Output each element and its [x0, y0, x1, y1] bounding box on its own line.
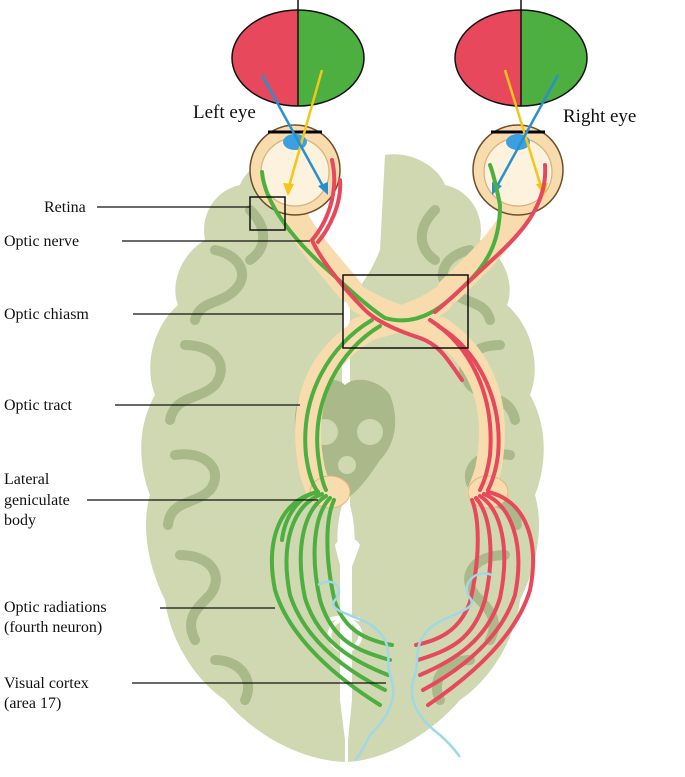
- right-eye-label: Right eye: [563, 106, 636, 127]
- leader-lines: [87, 206, 386, 684]
- lgb-label-line1: Lateral: [4, 471, 50, 488]
- left-eye-label: Left eye: [193, 102, 256, 123]
- right-blue-ray: [493, 74, 560, 191]
- optic-radiations-label-line1: Optic radiations: [4, 599, 107, 616]
- left-eye-visual-field: [231, 0, 365, 107]
- chiasm-box: [342, 274, 469, 349]
- right-eyeball: [472, 124, 564, 216]
- visual-cortex-outline: [317, 572, 493, 761]
- visual-cortex-label-line1: Visual cortex: [4, 675, 89, 692]
- right-eye-visual-field: [454, 0, 588, 107]
- retina-label: Retina: [44, 199, 86, 216]
- left-blue-ray: [260, 74, 327, 191]
- right-yellow-ray: [503, 69, 544, 191]
- optic-radiations-red: [414, 490, 535, 707]
- optic-nerve-label: Optic nerve: [4, 233, 79, 250]
- optic-chiasm-label: Optic chiasm: [4, 306, 89, 323]
- retina-box: [249, 196, 286, 231]
- visual-cortex-label-line2: (area 17): [4, 695, 61, 712]
- lgb-label-line2: geniculate: [4, 492, 70, 509]
- left-yellow-ray: [286, 69, 324, 191]
- optic-radiations-green: [270, 490, 394, 707]
- thalamus-circles: [312, 419, 383, 474]
- left-eyeball: [249, 124, 341, 216]
- optic-radiations-label-line2: (fourth neuron): [4, 619, 102, 636]
- lgb-label-line3: body: [4, 512, 36, 529]
- optic-tract-label: Optic tract: [4, 397, 73, 414]
- light-rays: [260, 69, 560, 191]
- posterior-notch: [335, 537, 360, 585]
